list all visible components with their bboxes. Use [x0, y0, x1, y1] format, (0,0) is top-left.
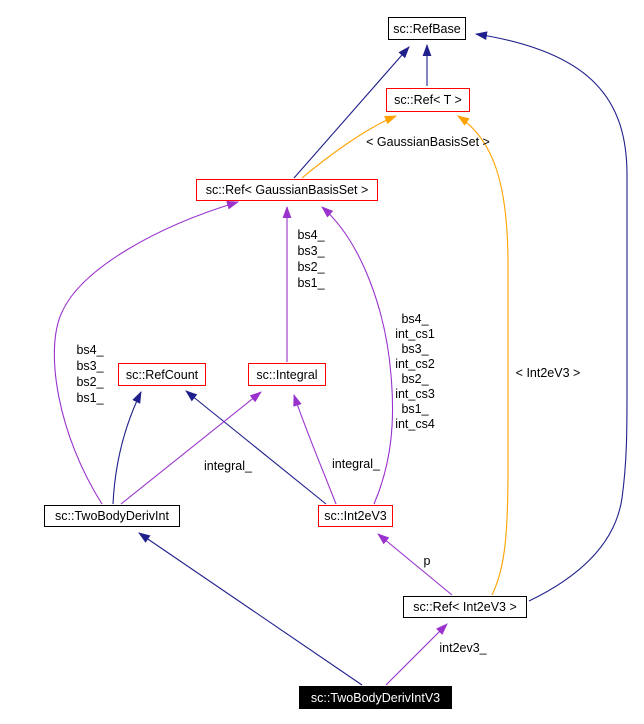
label-int2ev3-bs-intcs-members: bs4_ int_cs1 bs3_ int_cs2 bs2_ int_cs3 b… [395, 312, 435, 431]
edge-ref-int2ev3-uses-int2ev3 [377, 533, 453, 596]
edge-ref-gbs-inherits-refbase [293, 46, 410, 179]
edge-ref-int2ev3-inherits-refbase [474, 31, 628, 602]
label-integral-member-left: integral_ [204, 459, 252, 473]
label-p-member: p [423, 554, 431, 568]
node-sc-refcount[interactable]: sc::RefCount [118, 363, 206, 386]
edge-twobodyderivint-uses-integral [120, 391, 262, 505]
edge-twobodyderivintv3-uses-ref-int2ev3 [385, 623, 448, 686]
edge-ref-gbs-template-of-ref-t [301, 115, 398, 179]
label-int2ev3-member: int2ev3_ [439, 641, 487, 655]
edge-int2ev3-uses-ref-gbs [321, 206, 394, 505]
edge-int2ev3-inherits-refcount [185, 390, 327, 505]
node-sc-ref-int2ev3[interactable]: sc::Ref< Int2eV3 > [403, 596, 527, 618]
edge-ref-int2ev3-template-of-ref-t [457, 115, 509, 596]
node-sc-twobodyderivintv3: sc::TwoBodyDerivIntV3 [299, 686, 452, 709]
node-sc-refbase[interactable]: sc::RefBase [388, 17, 466, 40]
node-sc-ref-gaussianbasisset[interactable]: sc::Ref< GaussianBasisSet > [196, 179, 378, 201]
label-integral-bs-members: bs4_ bs3_ bs2_ bs1_ [297, 228, 325, 290]
edge-twobodyderivint-inherits-refcount [112, 391, 142, 505]
node-sc-int2ev3[interactable]: sc::Int2eV3 [318, 505, 393, 527]
label-twobodyderivint-bs-members: bs4_ bs3_ bs2_ bs1_ [76, 343, 104, 405]
label-template-int2ev3: < Int2eV3 > [515, 366, 581, 380]
label-integral-member-right: integral_ [332, 457, 380, 471]
node-sc-integral[interactable]: sc::Integral [248, 363, 326, 386]
edge-int2ev3-uses-integral [293, 393, 337, 505]
label-template-gaussianbasisset: < GaussianBasisSet > [366, 135, 490, 149]
edge-twobodyderivintv3-inherits-twobodyderivint [138, 532, 363, 686]
node-sc-ref-t[interactable]: sc::Ref< T > [386, 88, 470, 112]
node-sc-twobodyderivint[interactable]: sc::TwoBodyDerivInt [44, 505, 180, 527]
edge-twobodyderivint-uses-ref-gbs [53, 200, 240, 505]
